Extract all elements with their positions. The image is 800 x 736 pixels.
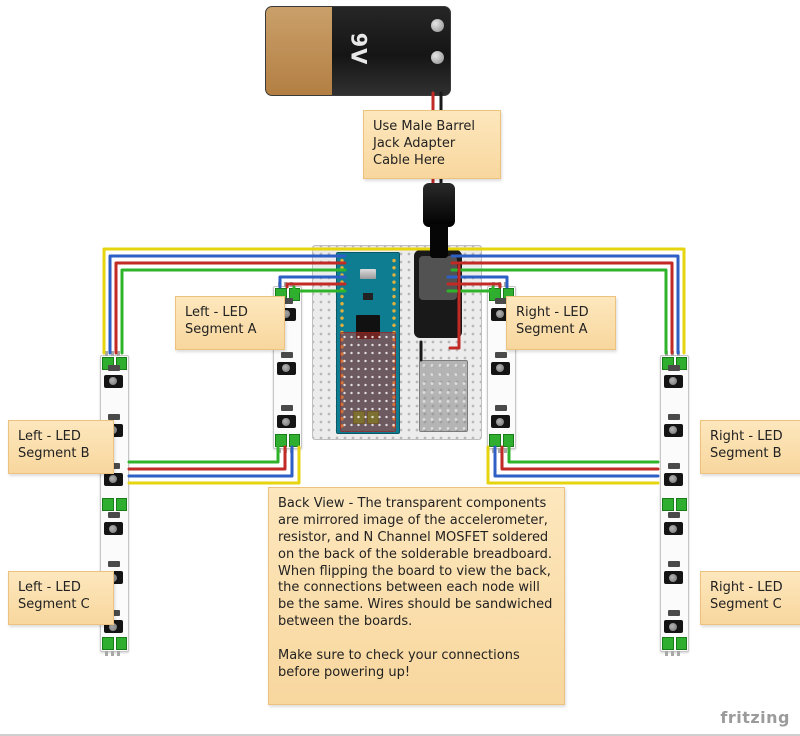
resistor (668, 462, 680, 469)
barrel-jack-socket (414, 250, 462, 338)
resistor (668, 561, 680, 568)
resistor (108, 561, 120, 568)
resistor (495, 405, 507, 412)
rgb-led (104, 472, 123, 486)
wire-left-lower-green (127, 445, 280, 464)
resistor (668, 512, 680, 519)
strip-connector (102, 497, 127, 511)
wire-jack-red-loop (448, 264, 461, 350)
bottom-divider (0, 734, 800, 736)
resistor (668, 610, 680, 617)
board-component (363, 293, 373, 300)
note-right-segment-a: Right - LED Segment A (506, 296, 616, 350)
resistor (668, 364, 680, 371)
strip-connector (275, 434, 300, 447)
strip-connector (102, 637, 127, 650)
note-text: Right - LED Segment B (710, 429, 783, 461)
note-right-segment-c: Right - LED Segment C (700, 571, 800, 625)
accelerometer-mirrored-overlay (340, 332, 396, 432)
note-text: Left - LED Segment B (18, 429, 90, 461)
mosfet-mirrored-overlay (419, 360, 468, 432)
strip-pins (105, 351, 123, 356)
note-left-segment-c: Left - LED Segment C (8, 571, 114, 625)
note-text: Make sure to check your connections befo… (278, 648, 520, 681)
note-text: Left - LED Segment C (18, 580, 90, 612)
resistor (108, 364, 120, 371)
wire-left-lower-blue (127, 445, 294, 478)
wire-right-top-red (450, 261, 674, 355)
note-text: Left - LED Segment A (185, 305, 257, 337)
barrel-jack-plug (423, 183, 455, 227)
wire-left-top-blue (108, 254, 347, 355)
strip-connector (662, 497, 687, 511)
rgb-led (104, 374, 123, 388)
resistor (108, 610, 120, 617)
resistor (668, 413, 680, 420)
resistor (281, 351, 293, 358)
strip-connector (102, 357, 127, 370)
wire-right-inner-blue (446, 275, 509, 289)
rgb-led (664, 374, 683, 388)
led-strip-right-inner (487, 282, 516, 453)
note-text: Right - LED Segment C (710, 580, 783, 612)
rgb-led (664, 620, 683, 634)
wire-right-lower-yellow (486, 445, 660, 485)
wire-left-lower-yellow (127, 445, 301, 485)
strip-pins (105, 651, 123, 656)
note-back-view: Back View - The transparent components a… (268, 487, 565, 705)
note-right-segment-b: Right - LED Segment B (700, 420, 800, 474)
rgb-led (491, 415, 510, 429)
rgb-led (491, 361, 510, 375)
resistor (281, 405, 293, 412)
battery-terminal (431, 19, 444, 32)
nine-volt-battery: 9V (265, 6, 451, 96)
note-barrel-jack: Use Male Barrel Jack Adapter Cable Here (363, 110, 501, 179)
wire-right-top-yellow (450, 247, 686, 355)
note-text: Use Male Barrel Jack Adapter Cable Here (373, 119, 476, 168)
wire-right-lower-blue (493, 445, 660, 478)
wire-right-lower-green (507, 445, 660, 464)
note-text: Back View - The transparent components a… (278, 496, 553, 630)
note-text: Right - LED Segment A (516, 305, 589, 337)
voltage-regulator (360, 269, 376, 279)
led-strip-right-outer (660, 351, 689, 656)
resistor (108, 413, 120, 420)
resistor (281, 297, 293, 304)
barrel-jack-plug-tip (430, 224, 448, 258)
rgb-led (277, 361, 296, 375)
strip-pins (278, 448, 296, 453)
wire-right-inner-red (446, 282, 502, 289)
resistor (495, 351, 507, 358)
wire-left-inner-blue (278, 275, 347, 289)
resistor (495, 297, 507, 304)
strip-connector (662, 637, 687, 650)
wire-left-inner-green (292, 285, 347, 293)
wire-right-lower-red (500, 445, 660, 471)
strip-connector (662, 357, 687, 370)
wire-left-inner-red (285, 282, 347, 289)
battery-band (266, 7, 332, 95)
battery-terminal (431, 51, 444, 64)
rgb-led (277, 415, 296, 429)
resistor (108, 512, 120, 519)
wire-right-inner-green (446, 285, 495, 293)
rgb-led (664, 571, 683, 585)
wire-left-top-yellow (102, 247, 347, 355)
wire-left-top-green (120, 268, 347, 355)
wire-left-lower-red (127, 445, 287, 471)
rgb-led (664, 472, 683, 486)
wire-right-top-blue (450, 254, 680, 355)
note-left-segment-a: Left - LED Segment A (175, 296, 285, 350)
strip-pins (665, 651, 683, 656)
rgb-led (664, 423, 683, 437)
wire-left-top-red (114, 261, 347, 355)
wire-right-top-green (450, 268, 668, 355)
fritzing-logo: fritzing (720, 708, 790, 727)
rgb-led (664, 522, 683, 536)
rgb-led (104, 522, 123, 536)
note-left-segment-b: Left - LED Segment B (8, 420, 114, 474)
strip-pins (665, 351, 683, 356)
resistor (108, 462, 120, 469)
rgb-led (491, 307, 510, 321)
